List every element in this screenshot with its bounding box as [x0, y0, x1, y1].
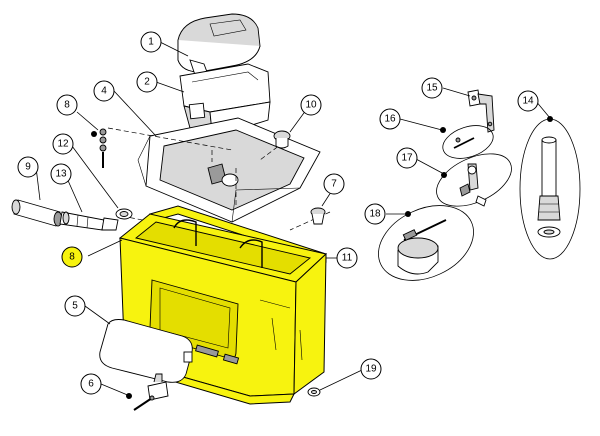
part-17-group	[436, 153, 512, 207]
group-dots	[91, 116, 553, 399]
part-1-top-cap	[177, 13, 261, 81]
svg-text:12: 12	[57, 139, 69, 150]
part-5-front-panel	[99, 319, 193, 383]
part-19-washer	[307, 387, 321, 397]
svg-text:11: 11	[342, 253, 353, 264]
part-18-group	[378, 205, 474, 281]
svg-text:2: 2	[144, 77, 150, 88]
callout-18: 18	[364, 203, 386, 225]
part-14-group	[519, 118, 581, 260]
callout-4: 4	[93, 80, 115, 102]
part-12-washer	[115, 208, 133, 220]
part-7-fitting	[310, 207, 326, 225]
callout-2: 2	[136, 71, 158, 93]
svg-text:9: 9	[25, 162, 31, 173]
svg-text:6: 6	[88, 379, 94, 390]
svg-text:7: 7	[331, 179, 337, 190]
part-10-fitting	[273, 130, 291, 149]
callout-7: 7	[323, 173, 345, 195]
svg-text:8: 8	[64, 100, 70, 111]
callout-10: 10	[300, 94, 322, 116]
callout-9: 9	[17, 156, 39, 178]
callout-11: 11	[336, 247, 358, 269]
part-16-group	[442, 125, 494, 159]
callout-8-fasteners: 8	[56, 94, 78, 116]
svg-text:13: 13	[55, 169, 67, 180]
svg-text:15: 15	[426, 83, 438, 94]
svg-text:4: 4	[101, 86, 107, 97]
callout-1: 1	[140, 31, 162, 53]
part-8-fasteners	[99, 128, 107, 168]
callout-19: 19	[360, 358, 382, 380]
callout-5: 5	[64, 295, 86, 317]
callout-8-housing-highlighted: 8	[61, 246, 83, 268]
part-6-clip	[133, 373, 169, 411]
part-9-tube	[11, 199, 63, 227]
svg-text:17: 17	[401, 153, 413, 164]
svg-text:10: 10	[305, 100, 317, 111]
svg-text:5: 5	[72, 301, 78, 312]
svg-text:19: 19	[365, 364, 377, 375]
callout-12: 12	[52, 133, 74, 155]
svg-text:18: 18	[369, 209, 381, 220]
callout-6: 6	[80, 373, 102, 395]
part-13-connector	[59, 211, 119, 231]
svg-text:16: 16	[384, 114, 396, 125]
callout-17: 17	[396, 147, 418, 169]
callout-15: 15	[421, 77, 443, 99]
part-4-tray	[137, 117, 321, 223]
part-15-valve-bracket	[467, 89, 495, 133]
svg-text:8: 8	[69, 252, 75, 263]
callout-13: 13	[50, 163, 72, 185]
svg-text:14: 14	[522, 96, 534, 107]
callout-16: 16	[379, 108, 401, 130]
callout-14: 14	[517, 90, 539, 112]
svg-text:1: 1	[148, 37, 154, 48]
